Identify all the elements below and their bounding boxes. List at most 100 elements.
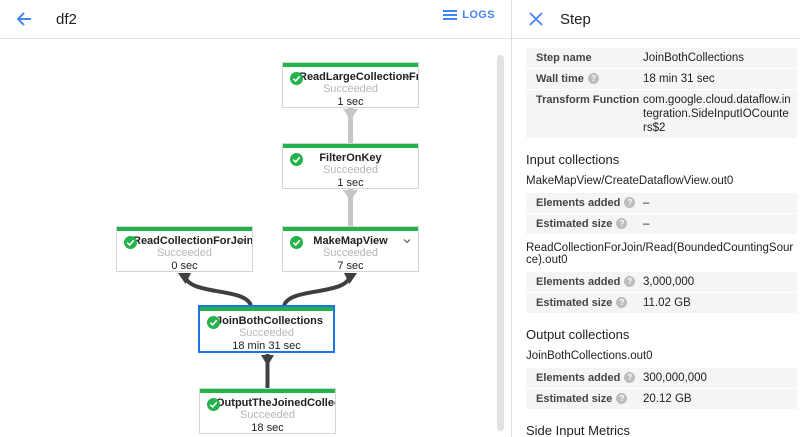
help-icon[interactable]: ? <box>624 197 636 208</box>
success-check-icon <box>290 236 303 249</box>
metric-row-estimated-size: Estimated size? 20.12 GB <box>526 389 797 409</box>
graph-node-filteronkey[interactable]: FilterOnKey Succeeded 1 sec <box>282 143 419 189</box>
success-check-icon <box>290 153 303 166</box>
graph-node-joinbothcollections-selected[interactable]: JoinBothCollections Succeeded 18 min 31 … <box>198 305 335 353</box>
success-check-icon <box>207 316 220 329</box>
graph-panel: df2 LOGS <box>0 0 511 437</box>
graph-node-makemapview[interactable]: MakeMapView Succeeded 7 sec <box>282 226 419 272</box>
chevron-down-icon[interactable] <box>236 236 246 246</box>
node-status-bar <box>117 227 252 231</box>
step-panel-body: Step name JoinBothCollections Wall time?… <box>512 39 800 437</box>
node-time: 18 min 31 sec <box>232 340 301 352</box>
close-panel-button[interactable] <box>526 9 546 29</box>
help-icon[interactable]: ? <box>587 73 599 84</box>
close-icon <box>529 12 543 26</box>
help-icon[interactable]: ? <box>616 297 628 308</box>
metric-value: 3,000,000 <box>643 276 695 288</box>
metric-value: 300,000,000 <box>643 372 707 384</box>
toolbar: df2 LOGS <box>0 0 511 39</box>
metric-label: Estimated size? <box>536 296 643 310</box>
job-graph: ReadLargeCollectionFr... Succeeded 1 sec… <box>0 39 511 437</box>
detail-value: 18 min 31 sec <box>643 73 715 85</box>
metric-label: Elements added? <box>536 275 643 289</box>
success-check-icon <box>207 398 220 411</box>
collection-name: ReadCollectionForJoin/Read(BoundedCounti… <box>526 242 794 266</box>
node-title: OutputTheJoinedCollec... <box>216 397 335 409</box>
node-title: ReadLargeCollectionFr... <box>299 71 418 83</box>
node-title: FilterOnKey <box>319 152 382 164</box>
success-check-icon <box>290 72 303 85</box>
detail-label: Transform Function <box>536 94 640 106</box>
logs-button-label: LOGS <box>462 9 495 21</box>
node-status: Succeeded <box>238 327 295 339</box>
side-input-metrics-heading: Side Input Metrics <box>526 423 631 437</box>
edge-arrow <box>344 273 357 284</box>
detail-row-transform-function: Transform Function com.google.cloud.data… <box>526 90 797 138</box>
metric-label: Estimated size? <box>536 392 643 406</box>
edge-readjoin-join <box>182 272 253 307</box>
metric-label: Estimated size? <box>536 217 643 231</box>
metric-row-elements-added: Elements added? 3,000,000 <box>526 272 797 292</box>
help-icon[interactable]: ? <box>624 276 636 287</box>
node-status-bar <box>283 144 418 148</box>
node-status: Succeeded <box>322 247 379 259</box>
detail-row-step-name: Step name JoinBothCollections <box>526 48 797 68</box>
metric-label: Elements added? <box>536 196 643 210</box>
node-status: Succeeded <box>322 164 379 176</box>
graph-node-readlargecollection[interactable]: ReadLargeCollectionFr... Succeeded 1 sec <box>282 62 419 108</box>
chevron-down-icon[interactable] <box>402 236 412 246</box>
metric-value: – <box>643 218 650 230</box>
detail-value: JoinBothCollections <box>643 52 745 64</box>
metric-row-estimated-size: Estimated size? – <box>526 214 797 234</box>
detail-value: com.google.cloud.dataflow.integration.Si… <box>643 94 791 134</box>
edge-arrow <box>343 190 358 201</box>
edge-arrow <box>261 355 274 366</box>
metric-label: Elements added? <box>536 371 643 385</box>
edge-makemap-join <box>282 272 353 307</box>
node-title: MakeMapView <box>313 235 388 247</box>
chevron-down-icon[interactable] <box>402 72 412 82</box>
metric-value: 11.02 GB <box>643 297 691 309</box>
success-check-icon <box>124 236 137 249</box>
edge-arrow <box>178 273 191 284</box>
node-status-bar <box>200 389 335 393</box>
help-icon[interactable]: ? <box>616 393 628 404</box>
step-details-panel: Step Step name JoinBothCollections Wall … <box>511 0 800 437</box>
node-status-bar <box>283 63 418 67</box>
node-title: JoinBothCollections <box>216 315 323 327</box>
metric-row-elements-added: Elements added? 300,000,000 <box>526 368 797 388</box>
node-time: 1 sec <box>337 177 364 189</box>
node-status-bar <box>200 307 333 311</box>
logs-button[interactable]: LOGS <box>443 9 495 21</box>
job-title: df2 <box>56 10 77 28</box>
node-time: 18 sec <box>251 422 284 434</box>
graph-scrollbar[interactable] <box>497 55 504 431</box>
graph-node-readcollectionforjoin[interactable]: ReadCollectionForJoin Succeeded 0 sec <box>116 226 253 272</box>
back-button[interactable] <box>12 7 36 31</box>
detail-label: Step name <box>536 52 592 64</box>
node-status: Succeeded <box>156 247 213 259</box>
graph-edges <box>178 108 358 388</box>
node-time: 0 sec <box>171 260 198 272</box>
node-time: 1 sec <box>337 96 364 108</box>
node-status-bar <box>283 227 418 231</box>
metric-row-elements-added: Elements added? – <box>526 193 797 213</box>
detail-row-wall-time: Wall time? 18 min 31 sec <box>526 69 797 89</box>
help-icon[interactable]: ? <box>624 372 636 383</box>
graph-node-outputthejoined[interactable]: OutputTheJoinedCollec... Succeeded 18 se… <box>199 388 336 434</box>
metric-value: – <box>643 197 650 209</box>
metric-value: 20.12 GB <box>643 393 692 405</box>
node-title: ReadCollectionForJoin <box>133 235 252 247</box>
help-icon[interactable]: ? <box>616 218 628 229</box>
edge-arrow <box>343 109 358 120</box>
back-arrow-icon <box>16 12 31 26</box>
node-status: Succeeded <box>322 83 379 95</box>
node-status: Succeeded <box>239 409 296 421</box>
input-collections-heading: Input collections <box>526 152 620 167</box>
collection-name: MakeMapView/CreateDataflowView.out0 <box>526 175 734 187</box>
logs-list-icon <box>443 10 458 20</box>
node-time: 7 sec <box>337 260 364 272</box>
output-collections-heading: Output collections <box>526 327 630 342</box>
detail-label: Wall time? <box>536 72 643 86</box>
step-panel-header: Step <box>512 0 800 39</box>
